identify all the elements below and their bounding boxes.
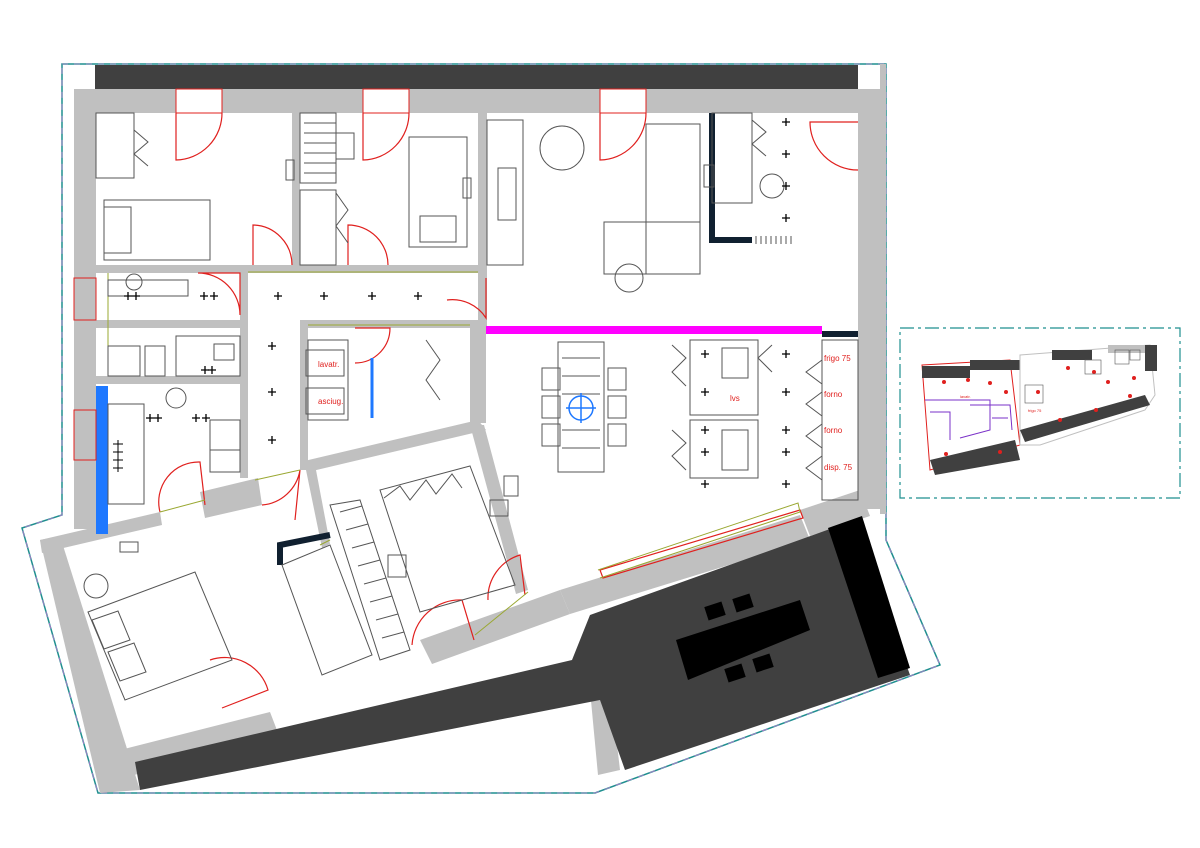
light-point-icon [701, 480, 709, 488]
light-point-icon [782, 118, 790, 126]
key-label-washer: lavatr. [960, 394, 971, 399]
light-point-icon [782, 426, 790, 434]
light-point-icon [701, 426, 709, 434]
north-terrace [95, 65, 858, 89]
light-point-icon [782, 182, 790, 190]
thresholds [107, 271, 801, 636]
light-point-icon [132, 292, 140, 300]
label-fridge: frigo 75 [824, 354, 851, 363]
key-label-fridge: frigo 75 [1028, 408, 1042, 413]
furniture [83, 112, 859, 701]
light-point-icon [274, 292, 282, 300]
light-point-icon [782, 448, 790, 456]
light-point-icon [268, 436, 276, 444]
glazing-panel [96, 386, 108, 534]
south-terrace-edge [828, 516, 910, 678]
outdoor-chairs [704, 593, 774, 683]
outdoor-dining-table [676, 600, 810, 680]
light-point-icon [208, 366, 216, 374]
light-point-icon [701, 448, 709, 456]
kitchen-panel [709, 113, 752, 243]
dining-pendant-icon [566, 393, 596, 423]
light-points [124, 118, 790, 488]
label-oven-1: forno [824, 390, 843, 399]
light-point-icon [701, 388, 709, 396]
label-dryer: asciug. [318, 397, 343, 406]
light-point-icon [192, 414, 200, 422]
light-point-icon [124, 292, 132, 300]
bath-fixture-icon [113, 440, 123, 472]
light-point-icon [268, 342, 276, 350]
south-terrace [135, 520, 910, 790]
light-point-icon [320, 292, 328, 300]
kitchen-grille [755, 236, 792, 244]
light-point-icon [154, 414, 162, 422]
light-point-icon [782, 480, 790, 488]
north-windows [175, 88, 647, 114]
light-point-icon [782, 214, 790, 222]
light-point-icon [210, 292, 218, 300]
living-partition [486, 326, 822, 334]
light-point-icon [200, 292, 208, 300]
property-boundary-dash [21, 63, 941, 794]
label-dishwasher: lvs [730, 394, 740, 403]
light-point-icon [146, 414, 154, 422]
kitchen-partition [822, 331, 858, 337]
west-windows [73, 277, 97, 461]
light-point-icon [414, 292, 422, 300]
wardrobe-panel [277, 532, 331, 565]
light-point-icon [782, 350, 790, 358]
light-point-icon [368, 292, 376, 300]
light-point-icon [701, 350, 709, 358]
light-point-icon [268, 388, 276, 396]
light-point-icon [782, 388, 790, 396]
light-point-icon [201, 366, 209, 374]
label-pantry: disp. 75 [824, 463, 853, 472]
light-point-icon [202, 414, 210, 422]
light-point-icon [782, 150, 790, 158]
key-plan-thumbnail: lavatr. frigo 75 [899, 327, 1181, 499]
label-oven-2: forno [824, 426, 843, 435]
label-washer: lavatr. [318, 360, 339, 369]
